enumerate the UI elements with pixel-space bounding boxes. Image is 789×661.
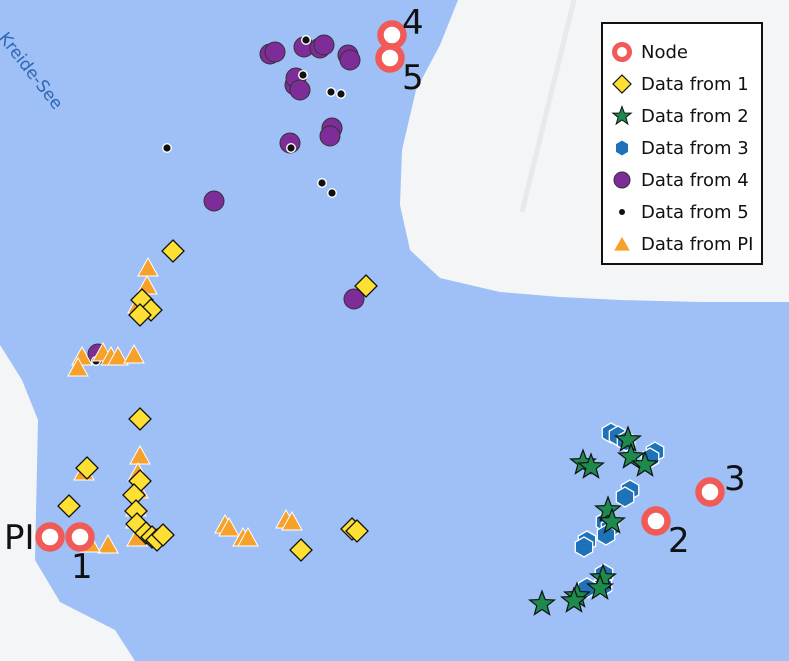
data1-diamond <box>75 456 99 480</box>
data4-circle <box>339 49 361 71</box>
data5-dot <box>328 189 336 197</box>
legend-item-data-from-3: Data from 3 <box>611 132 761 164</box>
data3-hexagon <box>615 486 635 508</box>
data-markers <box>57 34 665 616</box>
data3-hexagon <box>574 536 594 558</box>
data2-star <box>527 589 557 616</box>
data4-circle <box>313 34 335 56</box>
data2-star <box>597 507 627 534</box>
black-dot-icon <box>619 209 625 215</box>
purple-circle-icon <box>613 171 631 189</box>
dataPI-triangle <box>97 533 119 554</box>
data5-dot <box>318 179 326 187</box>
data2-star <box>559 586 589 613</box>
data1-diamond <box>345 519 369 543</box>
road-line <box>519 0 577 213</box>
node-label: 2 <box>668 521 690 561</box>
map-legend: Node Data from 1 Data from 2 Data from 3… <box>601 22 763 265</box>
node-ring-icon <box>695 477 725 507</box>
blue-hexagon-icon <box>615 139 629 157</box>
data4-circle <box>203 190 225 212</box>
node-ring-icon <box>641 506 671 536</box>
data2-star <box>613 425 643 452</box>
data5-dot <box>287 144 295 152</box>
data1-diamond <box>128 407 152 431</box>
node-label: 3 <box>724 459 746 499</box>
dataPI-triangle <box>137 256 159 277</box>
node-label: 4 <box>402 3 424 43</box>
green-star-icon <box>611 105 633 126</box>
data5-dot <box>327 88 335 96</box>
data2-star <box>616 442 646 469</box>
node-label: 5 <box>402 58 424 98</box>
data3-hexagon <box>596 524 616 546</box>
data1-diamond <box>57 494 81 518</box>
data5-dot <box>302 36 310 44</box>
node-ring-icon <box>612 42 632 62</box>
node-ring-icon <box>35 522 65 552</box>
dataPI-triangle <box>123 343 145 364</box>
data2-star <box>576 452 606 479</box>
legend-label: Data from 1 <box>641 73 749 95</box>
data2-star <box>630 450 660 477</box>
data5-dot <box>337 90 345 98</box>
legend-label: Data from 3 <box>641 137 749 159</box>
dataPI-triangle <box>107 345 129 366</box>
node-ring-icon <box>375 43 405 73</box>
yellow-diamond-icon <box>612 74 632 94</box>
legend-label: Node <box>641 41 688 63</box>
data1-diamond <box>289 538 313 562</box>
node-label: 1 <box>71 547 93 587</box>
dataPI-triangle <box>281 510 303 531</box>
dataPI-triangle <box>67 356 89 377</box>
node-label: PI <box>4 518 35 558</box>
node-ring-icon <box>377 20 407 50</box>
data1-diamond <box>161 239 185 263</box>
legend-label: Data from 4 <box>641 169 749 191</box>
legend-item-data-from-5: Data from 5 <box>611 196 761 228</box>
data4-circle <box>264 41 286 63</box>
data5-dot <box>163 144 171 152</box>
data2-star <box>585 573 615 600</box>
dataPI-triangle <box>129 444 151 465</box>
dataPI-triangle <box>237 526 259 547</box>
legend-item-data-from-2: Data from 2 <box>611 100 761 132</box>
data5-dot <box>299 71 307 79</box>
data1-diamond <box>354 274 378 298</box>
data4-circle <box>319 125 341 147</box>
legend-item-node: Node <box>611 36 761 68</box>
data2-star <box>593 495 623 522</box>
dataPI-triangle <box>218 516 240 537</box>
orange-triangle-icon <box>612 235 632 252</box>
legend-item-data-from-1: Data from 1 <box>611 68 761 100</box>
data4-circle <box>289 79 311 101</box>
node-ring-icon <box>65 522 95 552</box>
legend-label: Data from 2 <box>641 105 749 127</box>
data1-diamond <box>128 303 152 327</box>
legend-item-data-from-4: Data from 4 <box>611 164 761 196</box>
legend-item-data-from-pi: Data from PI <box>611 228 761 260</box>
data4-circle <box>343 288 365 310</box>
legend-label: Data from PI <box>641 233 754 255</box>
data1-diamond <box>151 523 175 547</box>
legend-label: Data from 5 <box>641 201 749 223</box>
